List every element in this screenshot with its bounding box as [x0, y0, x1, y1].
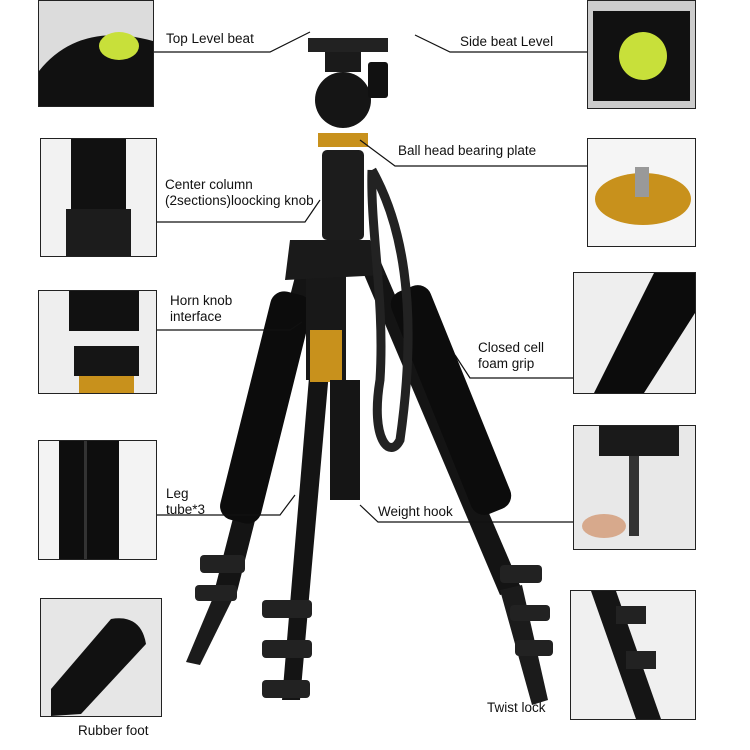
label-rubber-foot: Rubber foot	[78, 723, 149, 738]
inset-ball-plate	[587, 138, 696, 247]
left-foam-grip	[220, 291, 312, 524]
right-foam-grip	[390, 285, 512, 515]
label-leg-tube-line1: Leg	[166, 486, 189, 501]
inset-rubber-foot	[40, 598, 162, 717]
inset-top-level	[38, 0, 154, 107]
label-foam-grip: Closed cell foam grip	[478, 340, 544, 372]
label-leg-tube: Leg tube*3	[166, 486, 205, 518]
label-ball-plate: Ball head bearing plate	[398, 143, 537, 158]
inset-center-column	[40, 138, 157, 257]
ball-head	[315, 72, 371, 128]
locking-knob	[322, 150, 364, 240]
label-foam-grip-line2: foam grip	[478, 356, 535, 371]
quick-release-plate	[308, 38, 388, 52]
gold-ring	[318, 133, 368, 147]
inset-foam-grip	[573, 272, 696, 394]
inset-side-level	[587, 0, 696, 109]
label-horn-knob-line2: interface	[170, 309, 222, 324]
lower-column	[330, 380, 360, 500]
label-center-column-line1: Center column	[165, 177, 253, 192]
ball-knob	[368, 62, 388, 98]
inset-leg-tube	[38, 440, 157, 560]
leg-spider	[285, 240, 385, 280]
label-horn-knob: Horn knob interface	[170, 293, 232, 325]
label-horn-knob-line1: Horn knob	[170, 293, 233, 308]
twist-locks	[195, 555, 553, 698]
gold-column	[310, 330, 342, 382]
leader-lines	[152, 31, 587, 523]
label-center-column-line2: (2sections)loocking knob	[165, 193, 314, 208]
label-leg-tube-line2: tube*3	[166, 502, 206, 517]
inset-twist-lock	[570, 590, 696, 720]
left-leg-lower	[186, 600, 232, 665]
label-foam-grip-line1: Closed cell	[478, 340, 545, 355]
inset-weight-hook	[573, 425, 696, 550]
strap	[367, 167, 413, 452]
label-center-column: Center column (2sections)loocking knob	[165, 177, 314, 209]
inset-horn-knob	[38, 290, 157, 394]
label-side-level: Side beat Level	[460, 34, 554, 49]
label-weight-hook: Weight hook	[378, 504, 453, 519]
label-top-level: Top Level beat	[166, 31, 254, 46]
label-twist-lock: Twist lock	[487, 700, 546, 715]
